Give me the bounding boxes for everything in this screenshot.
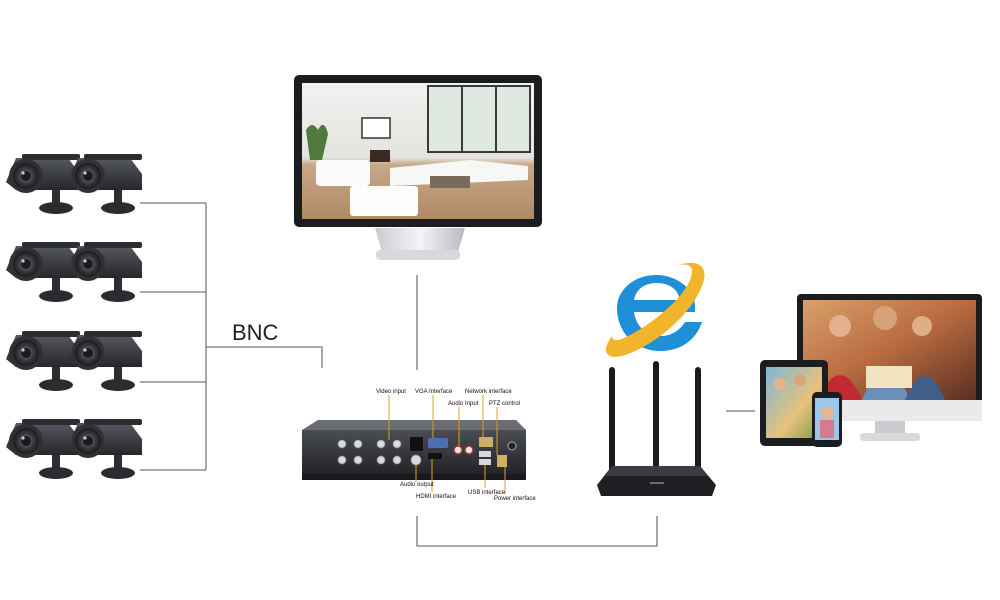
usb-interface-label: USB interface — [468, 490, 506, 496]
camera-icon — [6, 242, 80, 302]
camera-icon — [68, 242, 142, 302]
camera-icon — [6, 154, 80, 214]
dvr-icon — [302, 420, 526, 480]
phone-icon — [812, 392, 842, 447]
ie-icon — [605, 262, 705, 357]
audio-input-label: Audio Input — [448, 401, 479, 407]
camera-icon — [6, 419, 80, 479]
video-input-label: Video input — [376, 389, 406, 395]
audio-output-label: Audio output — [400, 482, 434, 488]
network-interface-label: Network interface — [465, 389, 512, 395]
bnc-label: BNC — [232, 320, 279, 345]
camera-icon — [68, 331, 142, 391]
router-icon — [597, 361, 716, 496]
ptz-control-label: PTZ control — [489, 401, 521, 407]
monitor-icon — [797, 294, 982, 441]
power-interface-label: Power interface — [494, 496, 536, 502]
camera-icon — [68, 154, 142, 214]
hdmi-interface-label: HDMI interface — [416, 494, 457, 500]
vga-interface-label: VGA Interface — [415, 389, 453, 395]
camera-icon — [6, 331, 80, 391]
dvr-callout-lines — [388, 395, 506, 494]
camera-icon — [68, 419, 142, 479]
connection-lines — [140, 202, 755, 547]
monitor-icon — [294, 75, 542, 260]
